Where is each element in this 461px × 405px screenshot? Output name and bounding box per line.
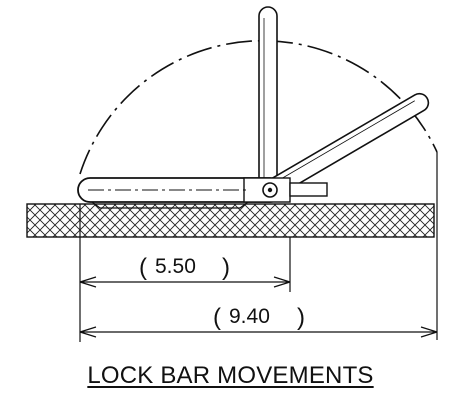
dimension-short-paren-open: (	[139, 254, 147, 281]
lock-bar-vertical	[258, 6, 278, 191]
arrowhead-short-left	[79, 276, 97, 288]
dimension-short-label: 5.50	[155, 255, 196, 278]
hatched-base-plate	[26, 203, 435, 238]
lock-bar-angled-inner	[271, 100, 415, 185]
lock-bar-underside	[91, 201, 249, 209]
dimension-long-paren-open: (	[213, 304, 221, 331]
dimension-long-paren-close: )	[297, 304, 305, 331]
lock-bar-tongue	[289, 182, 328, 197]
swing-arc	[79, 39, 438, 175]
dimension-long-label: 9.40	[229, 305, 270, 328]
dimension-short-paren-close: )	[222, 254, 230, 281]
arrowhead-short-right	[273, 276, 291, 288]
figure-caption: LOCK BAR MOVEMENTS	[87, 362, 374, 389]
arrowhead-long-left	[79, 326, 97, 338]
pivot-pin-center	[267, 187, 273, 193]
arrowhead-long-right	[420, 326, 438, 338]
